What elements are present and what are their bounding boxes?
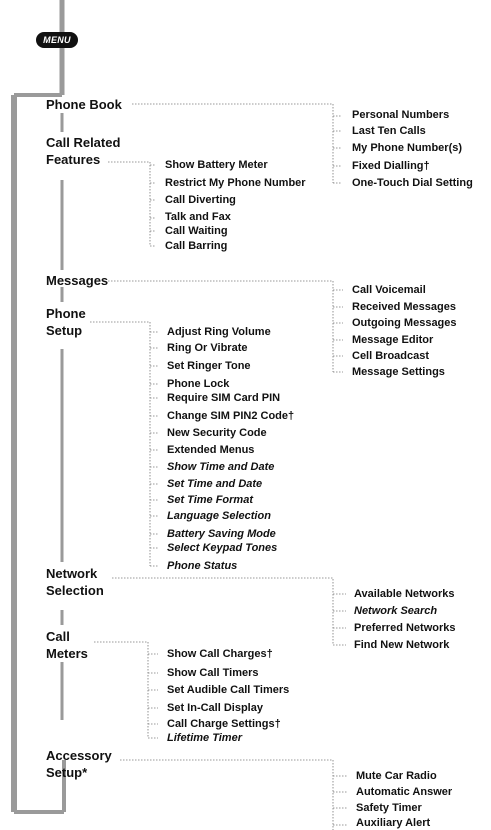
menu-item: Set Time Format — [167, 494, 253, 506]
menu-item: Available Networks — [354, 588, 455, 600]
category-phone-setup-line1: Phone — [46, 306, 86, 321]
category-call-related-line2: Features — [46, 152, 101, 167]
category-phone-book: Phone Book — [46, 97, 122, 112]
category-accessory-line1: Accessory — [46, 748, 112, 763]
menu-item: Set Audible Call Timers — [167, 684, 290, 696]
menu-item: Require SIM Card PIN — [167, 392, 281, 404]
menu-item: Ring Or Vibrate — [167, 342, 248, 354]
menu-item: Talk and Fax — [165, 211, 231, 223]
menu-item: Show Battery Meter — [165, 159, 268, 171]
menu-item: Set In-Call Display — [167, 702, 263, 714]
menu-item: Set Time and Date — [167, 478, 263, 490]
menu-item: Preferred Networks — [354, 622, 456, 634]
menu-item: Network Search — [354, 605, 438, 617]
menu-item: Call Charge Settings† — [167, 718, 281, 730]
menu-key-icon: MENU — [36, 32, 78, 48]
menu-item: Outgoing Messages — [352, 317, 457, 329]
category-messages: Messages — [46, 273, 109, 288]
menu-item: Call Voicemail — [352, 284, 426, 296]
menu-item: Automatic Answer — [356, 786, 453, 798]
menu-item: Change SIM PIN2 Code† — [167, 410, 295, 422]
menu-item: Message Settings — [352, 366, 445, 378]
category-call-meters-line2: Meters — [46, 646, 88, 661]
menu-item: Restrict My Phone Number — [165, 177, 306, 189]
menu-item: Show Time and Date — [167, 461, 275, 473]
menu-item: Set Ringer Tone — [167, 360, 251, 372]
menu-item: Select Keypad Tones — [167, 542, 278, 554]
menu-item: Call Diverting — [165, 194, 236, 206]
menu-item: Safety Timer — [356, 802, 422, 814]
menu-item: Extended Menus — [167, 444, 255, 456]
menu-item: Fixed Dialling† — [352, 160, 430, 172]
category-call-meters-line1: Call — [46, 629, 70, 644]
category-call-related-line1: Call Related — [46, 135, 121, 150]
menu-item: Show Call Timers — [167, 667, 259, 679]
menu-item: Message Editor — [352, 334, 434, 346]
menu-item: Find New Network — [354, 639, 450, 651]
menu-item: Auxiliary Alert — [356, 817, 431, 829]
menu-item: Call Waiting — [165, 225, 228, 237]
menu-item: Phone Lock — [167, 378, 230, 390]
menu-item: Received Messages — [352, 301, 456, 313]
menu-item: Battery Saving Mode — [167, 528, 276, 540]
menu-item: Mute Car Radio — [356, 770, 437, 782]
menu-item: Personal Numbers — [352, 109, 450, 121]
menu-item: New Security Code — [167, 427, 267, 439]
menu-item: Phone Status — [167, 560, 238, 572]
menu-item: Show Call Charges† — [167, 648, 273, 660]
menu-item: Cell Broadcast — [352, 350, 430, 362]
category-network-line1: Network — [46, 566, 98, 581]
category-accessory-line2: Setup* — [46, 765, 88, 780]
category-network-line2: Selection — [46, 583, 104, 598]
category-phone-setup-line2: Setup — [46, 323, 83, 338]
menu-item: Adjust Ring Volume — [167, 326, 271, 338]
menu-item: Last Ten Calls — [352, 125, 426, 137]
menu-item: One-Touch Dial Setting — [352, 177, 473, 189]
menu-item: Call Barring — [165, 240, 228, 252]
menu-item: Lifetime Timer — [167, 732, 242, 744]
menu-item: Language Selection — [167, 510, 271, 522]
menu-item: My Phone Number(s) — [352, 142, 463, 154]
